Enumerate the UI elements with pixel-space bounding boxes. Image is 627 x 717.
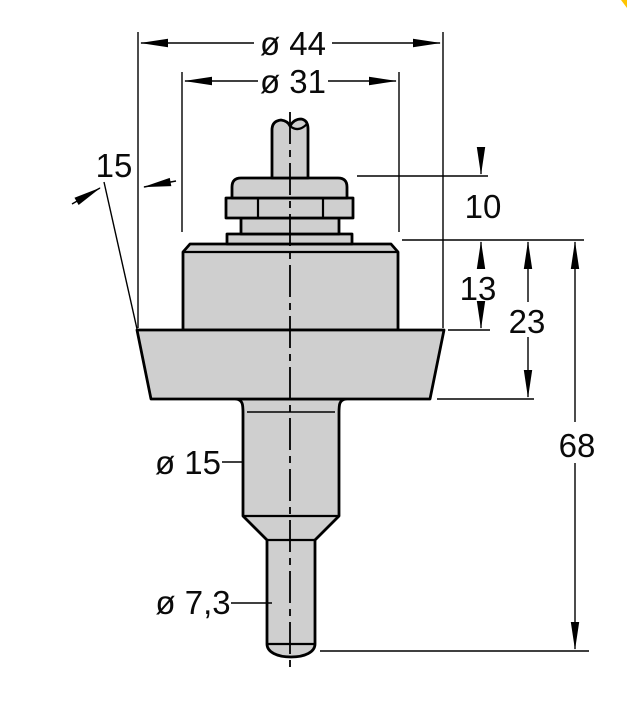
dimension-lines	[71, 32, 589, 652]
dim-15-right-arrow	[143, 177, 177, 188]
dim-15-left-arrow	[71, 187, 101, 206]
stem-break-curve	[288, 122, 309, 131]
label-dim-23: 23	[509, 303, 546, 340]
welding-flange	[135, 328, 446, 401]
corner-yellow-mark	[621, 0, 627, 8]
label-dim-68: 68	[559, 427, 596, 464]
label-dia-44: ø 44	[260, 25, 326, 62]
label-dim-10: 10	[465, 188, 502, 225]
dimension-labels: ø 44 ø 31 15 10 13 23 68 ø 15 ø 7,3	[96, 25, 596, 621]
shaft-and-tip-outline	[234, 397, 348, 659]
label-dia-31: ø 31	[260, 63, 326, 100]
label-dim-13: 13	[460, 270, 497, 307]
label-dia-7-3: ø 7,3	[155, 584, 230, 621]
label-dia-15: ø 15	[155, 444, 221, 481]
flange-slant-extension-line	[103, 181, 138, 330]
label-angle-15: 15	[96, 147, 133, 184]
